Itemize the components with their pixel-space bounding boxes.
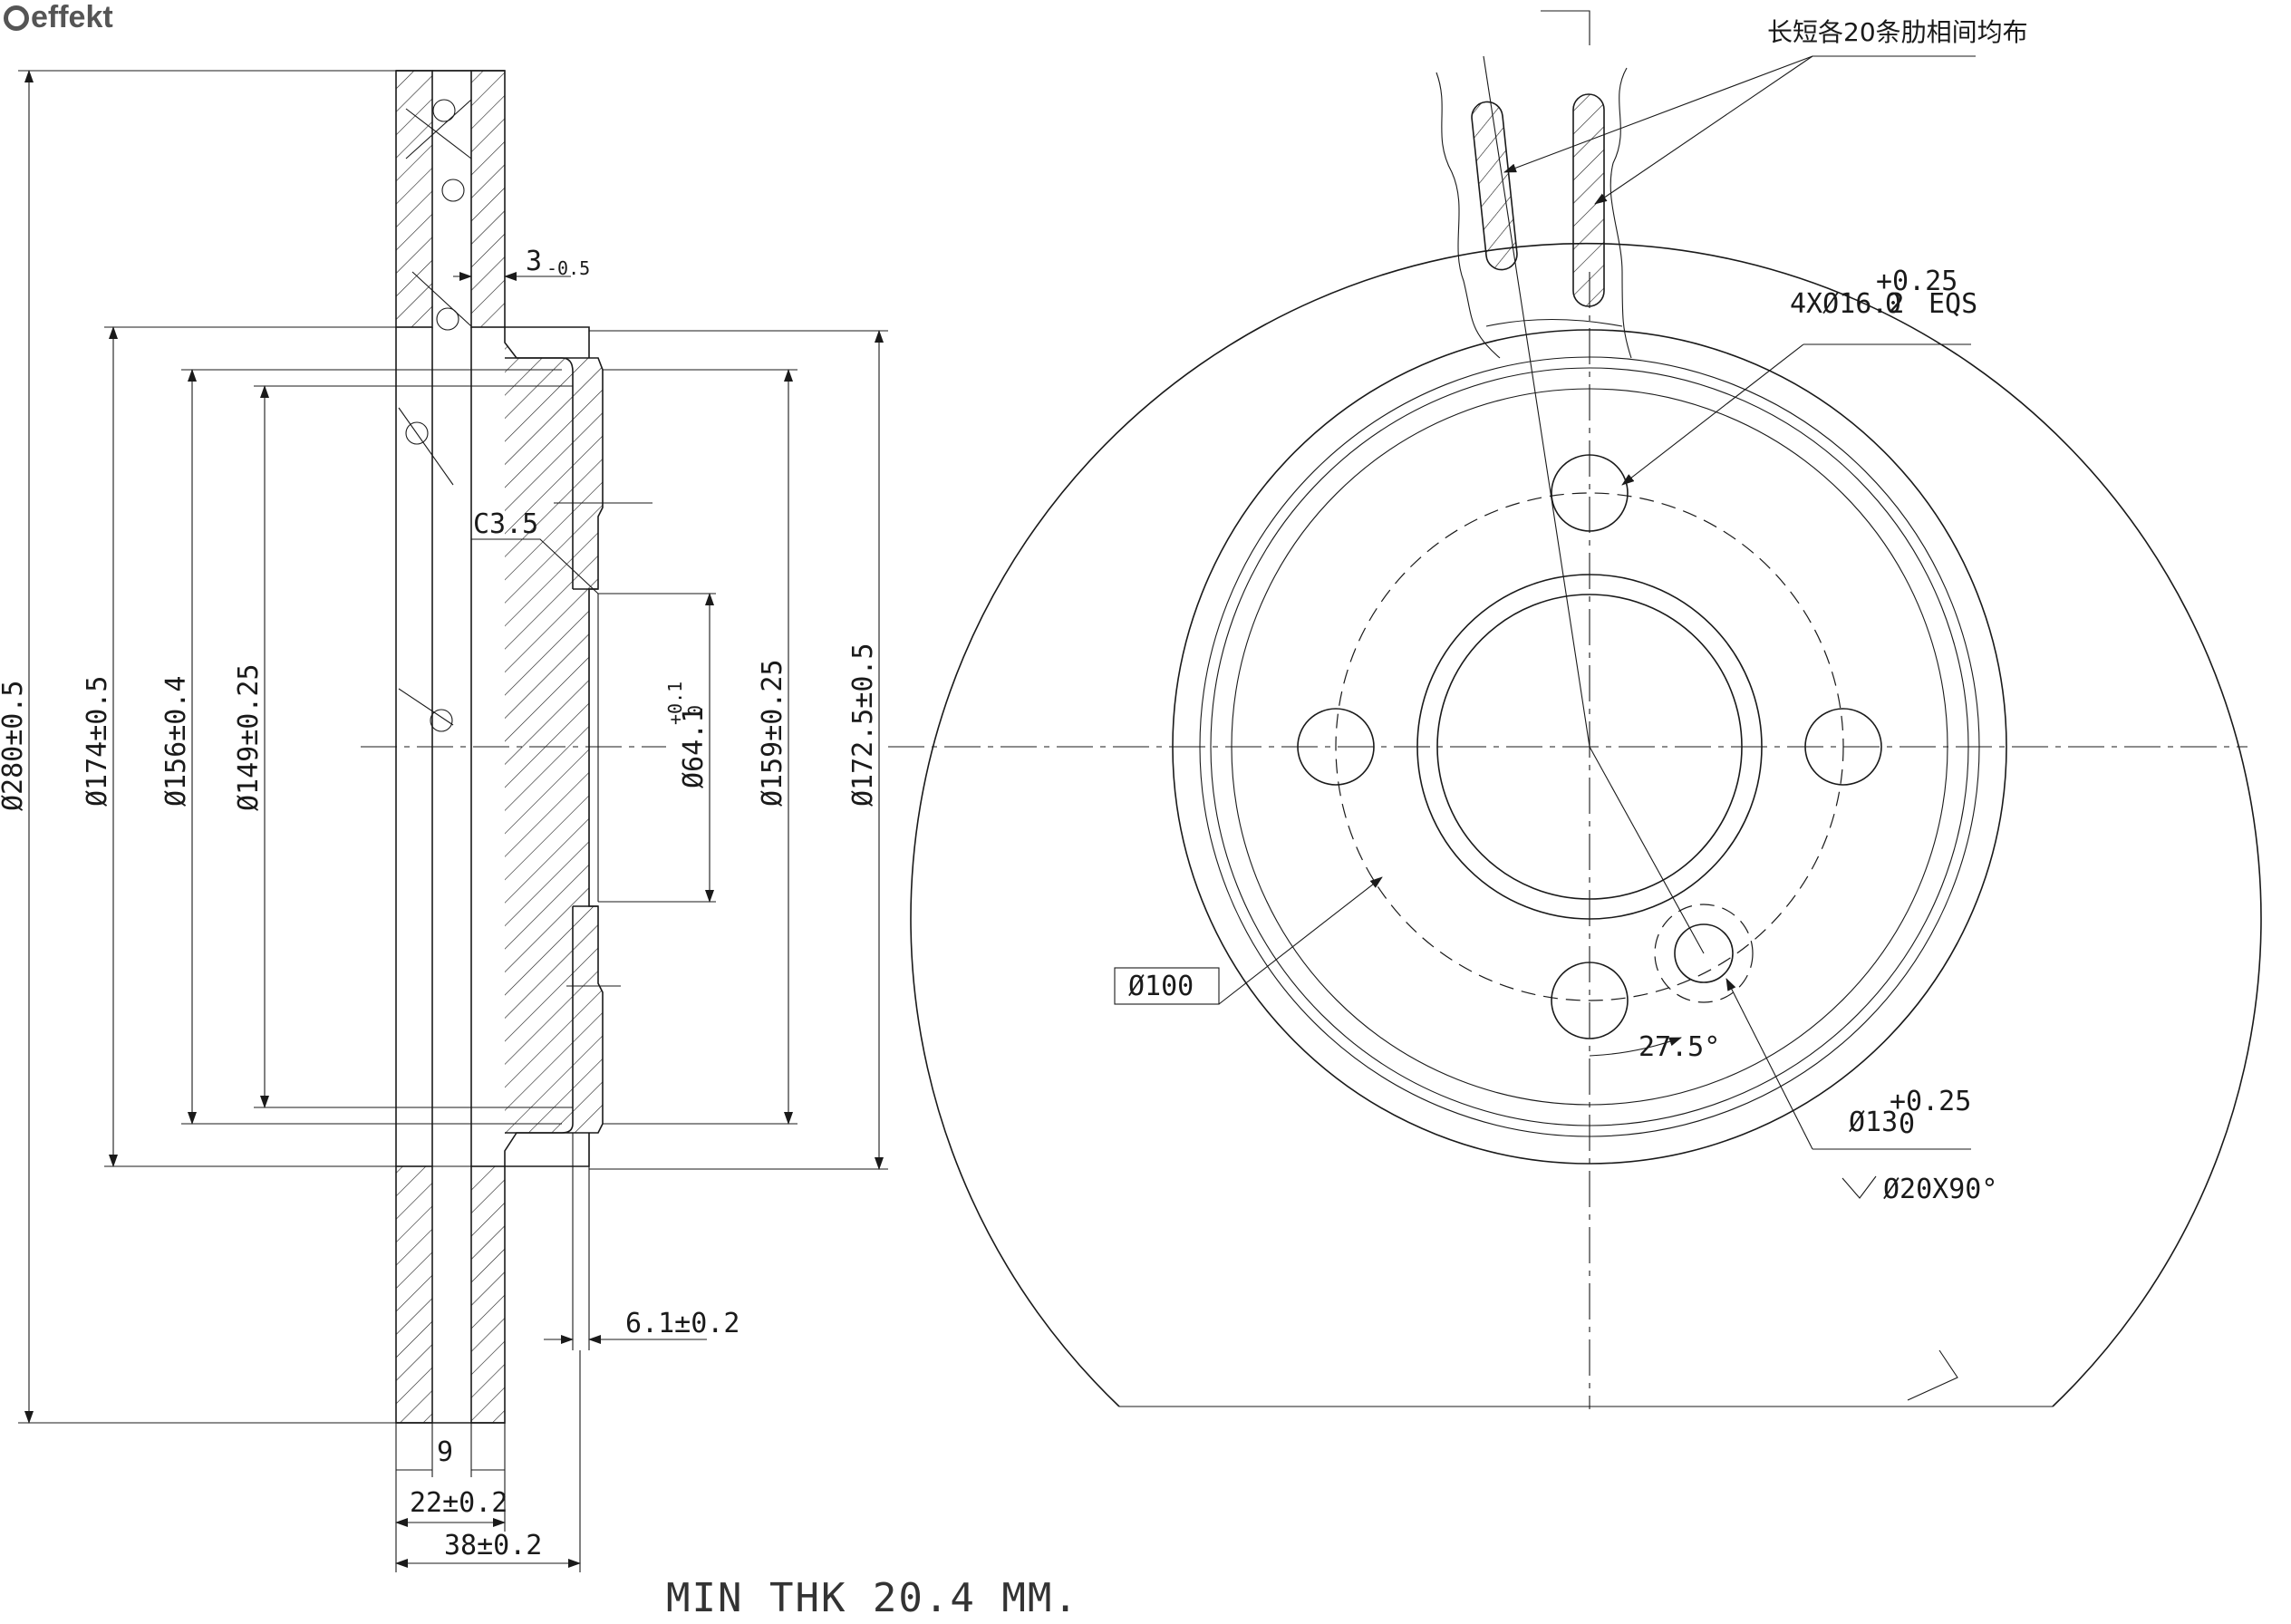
dim-d159: Ø159±0.25 <box>757 659 788 807</box>
dim-holes: 4XØ16.2 <box>1790 288 1904 320</box>
pcd-circle <box>1335 492 1844 1001</box>
outer-plate-bottom <box>395 1165 433 1424</box>
dim-pcd: Ø100 <box>1128 971 1194 1002</box>
brand-logo: effekt <box>4 0 113 35</box>
dim-hat-thk: 6.1±0.2 <box>625 1308 740 1339</box>
countersink-symbol-icon <box>1842 1175 1877 1199</box>
dim-pin-tol-upper: +0.25 <box>1890 1086 1971 1117</box>
min-thickness-note: MIN THK 20.4 MM. <box>666 1575 1079 1621</box>
dim-d64: Ø64.1 <box>678 707 710 788</box>
hat-ring-1 <box>1172 329 2007 1165</box>
dim-d174: Ø174±0.5 <box>82 676 113 807</box>
dim-holes-tol-upper: +0.25 <box>1876 266 1958 297</box>
dim-angle: 27.5° <box>1638 1031 1720 1063</box>
dim-chamfer: C3.5 <box>473 508 538 540</box>
dim-pin: Ø13 <box>1849 1107 1898 1138</box>
dim-d64-tol-upper: +0.1 <box>664 682 686 725</box>
front-view: 长短各20条肋相间均布 4XØ16.2 +0.25 0 EQS Ø100 27.… <box>888 10 2262 1409</box>
dim-vent: 3 <box>526 246 542 277</box>
pin-hole <box>1674 923 1734 983</box>
dim-disc-thk: 22±0.2 <box>410 1487 508 1519</box>
effekt-logo-icon <box>4 5 29 31</box>
dim-holes-tol-lower: 0 <box>1885 288 1901 320</box>
dim-d156: Ø156±0.4 <box>160 676 192 807</box>
dim-d149: Ø149±0.25 <box>233 663 265 811</box>
hat-section <box>504 327 604 1166</box>
rib-long <box>1572 93 1605 307</box>
rib-note: 长短各20条肋相间均布 <box>1767 17 2028 47</box>
rotor-outer-edge <box>910 242 2262 1407</box>
pcd-label-box <box>1114 967 1220 1005</box>
dim-countersink: Ø20X90° <box>1883 1174 1997 1205</box>
rib-break-left <box>1436 72 1501 359</box>
dim-holes-suffix: EQS <box>1928 288 1977 320</box>
dim-d172: Ø172.5±0.5 <box>847 643 879 807</box>
inner-plate-top <box>470 70 506 328</box>
rib-short <box>1471 101 1518 271</box>
bolt-hole-left <box>1297 708 1375 786</box>
dim-pin-tol-lower: 0 <box>1899 1108 1915 1140</box>
outer-plate-top <box>395 70 433 328</box>
dim-d280: Ø280±0.5 <box>0 681 29 812</box>
inner-plate-bottom <box>470 1165 506 1424</box>
dim-vent-tol: -0.5 <box>546 257 590 279</box>
pin-countersink <box>1654 904 1754 1003</box>
brand-name: effekt <box>31 0 113 34</box>
bolt-hole-top <box>1551 454 1629 532</box>
bolt-hole-right <box>1804 708 1882 786</box>
center-bore-outer <box>1416 574 1763 920</box>
bolt-hole-bottom <box>1551 962 1629 1039</box>
dim-gap: 9 <box>437 1436 453 1468</box>
dim-d64-tol-lower: 0 <box>684 705 706 716</box>
center-bore <box>1436 594 1743 900</box>
side-section-view: Ø280±0.5 Ø174±0.5 Ø156±0.4 Ø149±0.25 Ø64… <box>0 70 888 1572</box>
dim-overall: 38±0.2 <box>444 1530 542 1561</box>
